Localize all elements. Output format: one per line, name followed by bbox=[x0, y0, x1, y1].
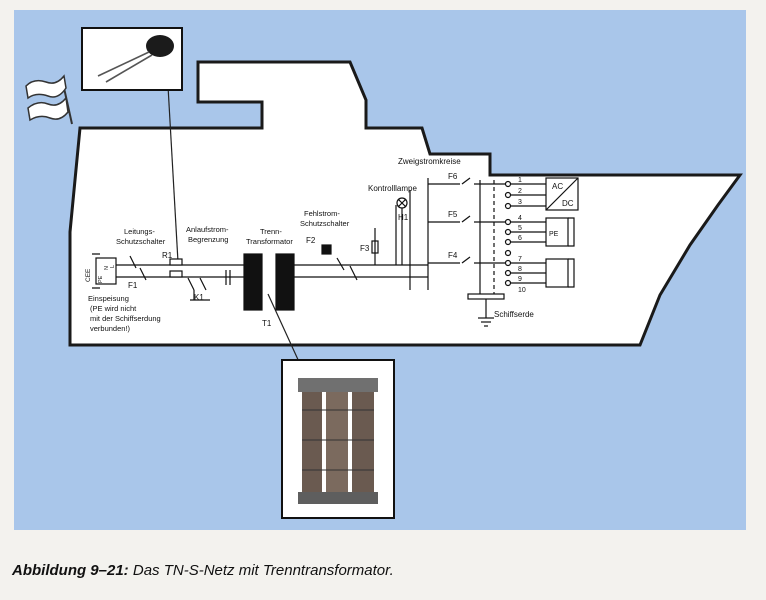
label-n-left: N bbox=[104, 266, 110, 270]
caption-label: Abbildung 9–21: bbox=[12, 562, 129, 579]
label-pe-left: PE bbox=[98, 275, 104, 283]
label-f2: F2 bbox=[306, 236, 316, 245]
label-einspeisung-1: Einspeisung bbox=[88, 294, 129, 303]
label-trenn-1: Trenn- bbox=[260, 227, 282, 236]
label-pe-right: PE bbox=[549, 231, 559, 238]
label-trenn-2: Transformator bbox=[246, 237, 293, 246]
label-einspeisung-3: mit der Schiffserdung bbox=[90, 314, 161, 323]
circuit-label: 5 bbox=[518, 225, 522, 232]
label-einspeisung-2: (PE wird nicht bbox=[90, 304, 137, 313]
socket-upper bbox=[545, 217, 569, 247]
label-zweigstromkreise: Zweigstromkreise bbox=[398, 157, 461, 166]
label-leitungs-1: Leitungs- bbox=[124, 227, 155, 236]
circuit-label: 4 bbox=[518, 215, 522, 222]
label-f5: F5 bbox=[448, 210, 458, 219]
circuit-label: 3 bbox=[518, 199, 522, 206]
circuit-label: 7 bbox=[518, 256, 522, 263]
label-r1: R1 bbox=[162, 251, 173, 260]
label-fehlstrom-2: Schutzschalter bbox=[300, 219, 350, 228]
circuit bbox=[92, 177, 579, 327]
label-k1: K1 bbox=[194, 293, 204, 302]
label-einspeisung-4: verbunden!) bbox=[90, 324, 131, 333]
label-kontrolllampe: Kontrolllampe bbox=[368, 184, 417, 193]
circuit-label: 8 bbox=[518, 266, 522, 273]
label-f1: F1 bbox=[128, 281, 138, 290]
label-l-left: L bbox=[110, 265, 116, 268]
caption-text: Das TN-S-Netz mit Trenntransformator. bbox=[132, 562, 394, 579]
transformer-callout bbox=[267, 293, 395, 519]
label-anlauf-1: Anlaufstrom- bbox=[186, 225, 229, 234]
label-ac: AC bbox=[552, 182, 563, 191]
label-schiffserde: Schiffserde bbox=[494, 310, 534, 319]
diagram-labels: Zweigstromkreise Kontrolllampe H1 F3 F6 … bbox=[85, 157, 574, 333]
label-dc: DC bbox=[562, 199, 574, 208]
flag-icon bbox=[25, 74, 73, 125]
label-t1: T1 bbox=[262, 319, 272, 328]
socket-lower bbox=[545, 258, 569, 288]
label-f4: F4 bbox=[448, 251, 458, 260]
label-h1: H1 bbox=[398, 213, 409, 222]
label-leitungs-2: Schutzschalter bbox=[116, 237, 166, 246]
label-anlauf-2: Begrenzung bbox=[188, 235, 228, 244]
label-cee: CEE bbox=[85, 268, 92, 282]
circuit-label: 2 bbox=[518, 188, 522, 195]
label-f6: F6 bbox=[448, 172, 458, 181]
label-f3: F3 bbox=[360, 244, 370, 253]
figure-caption: Abbildung 9–21: Das TN-S-Netz mit Trennt… bbox=[12, 562, 394, 579]
thermistor-callout bbox=[81, 27, 183, 263]
label-fehlstrom-1: Fehlstrom- bbox=[304, 209, 340, 218]
circuit-label: 1 bbox=[518, 177, 522, 184]
circuit-label: 9 bbox=[518, 276, 522, 283]
transformer-t1 bbox=[243, 253, 263, 311]
circuit-label: 10 bbox=[518, 287, 526, 294]
circuit-label: 6 bbox=[518, 235, 522, 242]
cee-inlet bbox=[95, 257, 117, 285]
